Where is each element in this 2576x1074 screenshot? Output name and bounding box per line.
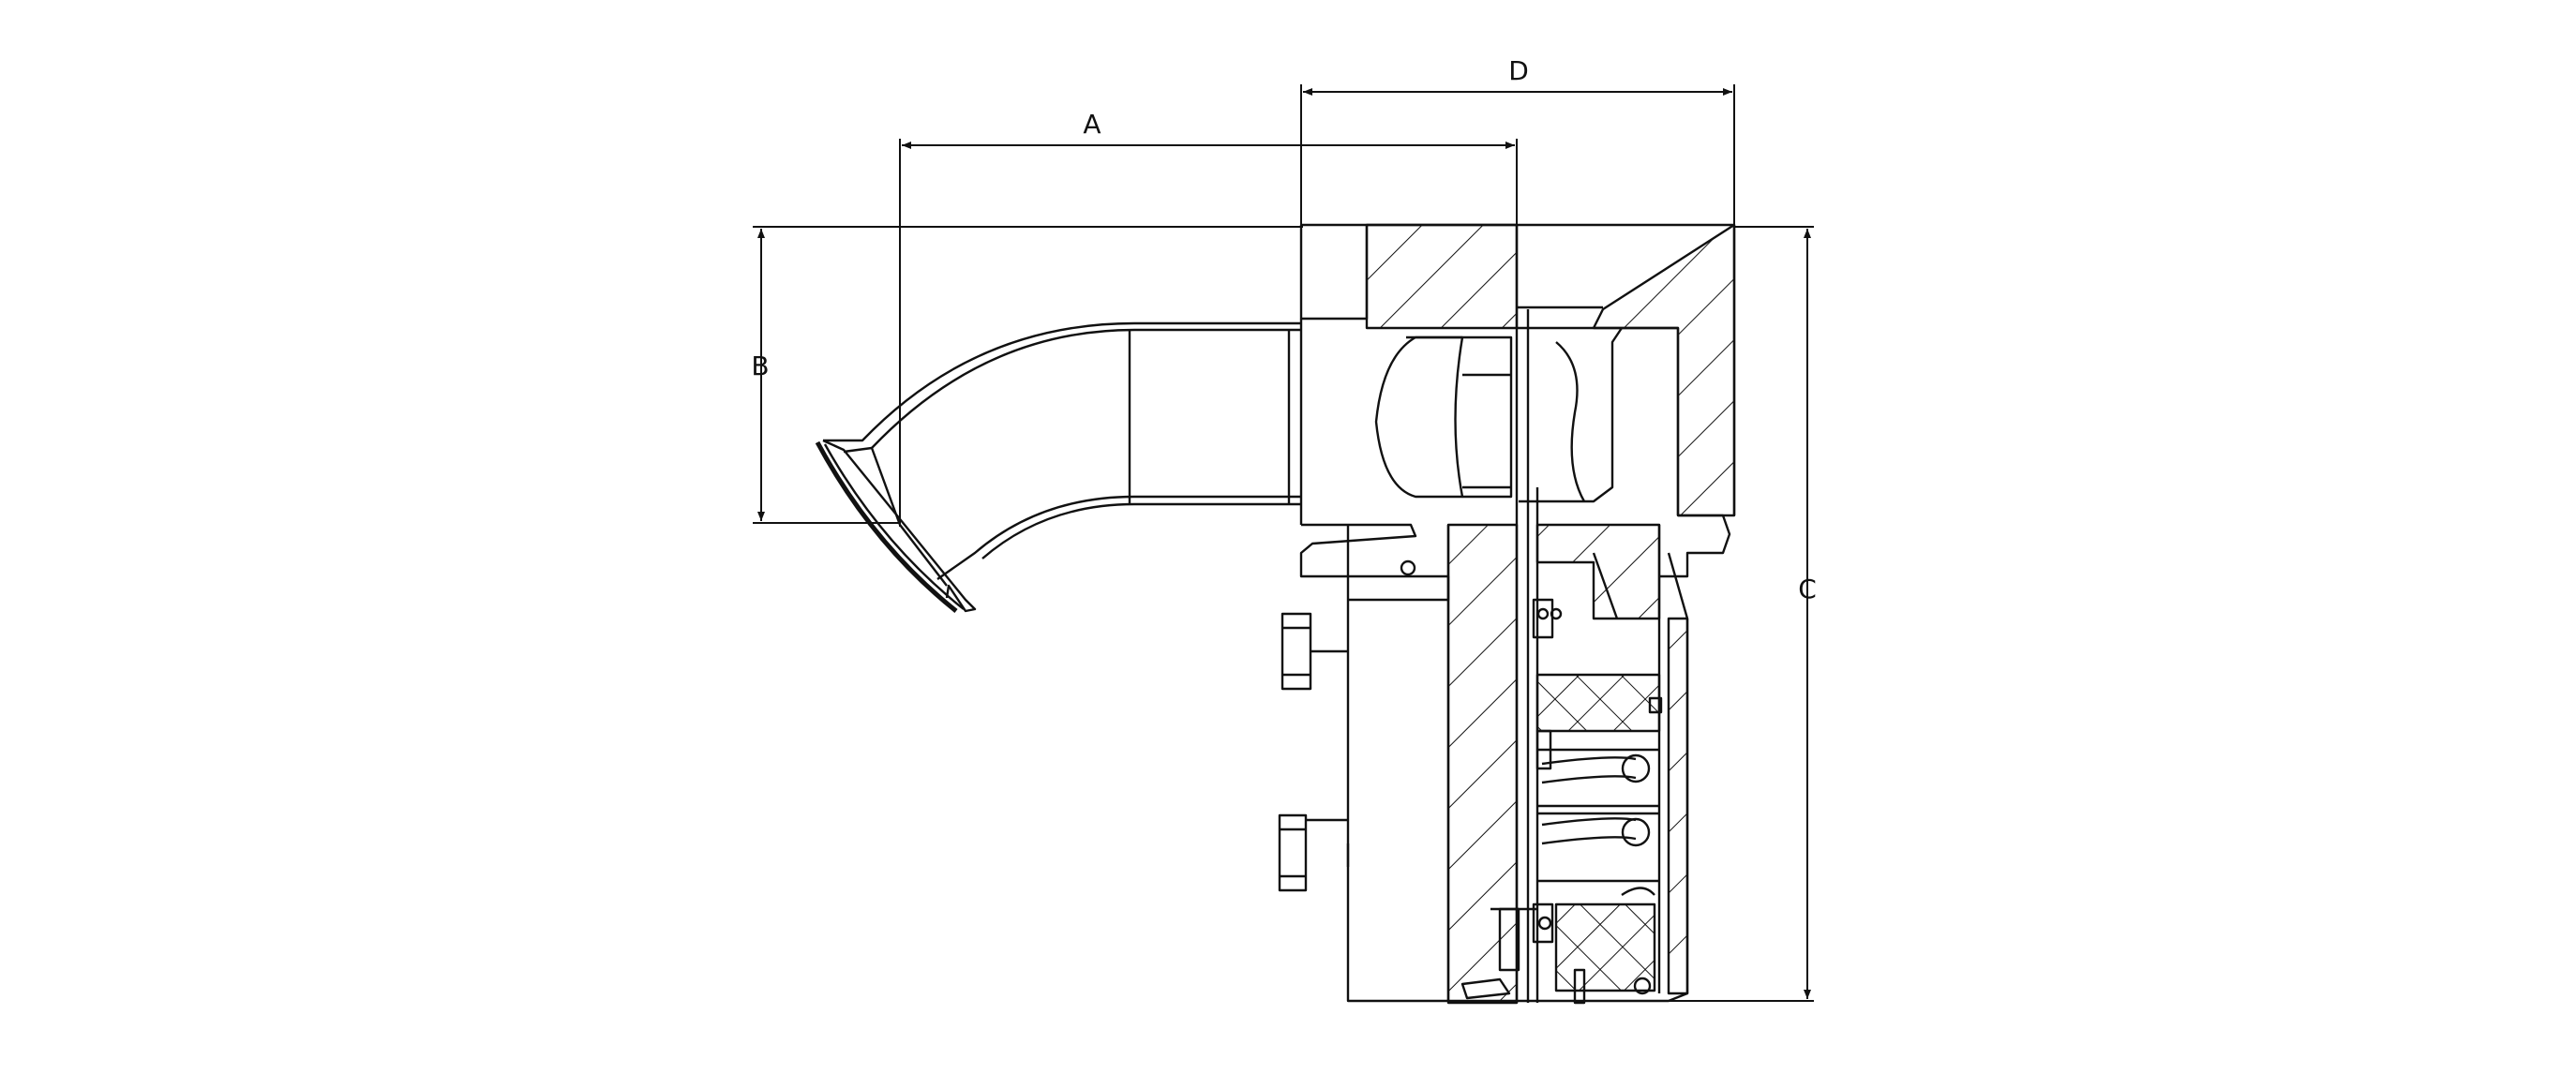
valve-body-outline: [1299, 223, 1736, 1003]
right-housing-wall-section: [1667, 617, 1689, 995]
spring-lower: [1537, 812, 1659, 896]
pipe-elbow: [815, 321, 1301, 613]
upper-packing: [1535, 673, 1663, 733]
bolt-lower: [1278, 813, 1350, 892]
dimension-label-c: C: [1798, 574, 1817, 604]
top-flange-right-section: [1592, 223, 1736, 517]
dimension-label-b: B: [751, 351, 769, 381]
dimension-lines: [753, 84, 1814, 1002]
bolt-upper: [1281, 612, 1348, 691]
dimension-label-d: D: [1508, 55, 1529, 86]
top-flange-left-section: [1365, 223, 1519, 330]
dimension-label-a: A: [1083, 109, 1101, 140]
left-housing-wall-section: [1446, 523, 1519, 1005]
plug-element: [1374, 336, 1513, 499]
spring-upper: [1537, 748, 1659, 808]
lower-packing: [1554, 902, 1656, 992]
inner-bushing-section: [1535, 523, 1661, 620]
seal-details: [1400, 559, 1652, 1005]
